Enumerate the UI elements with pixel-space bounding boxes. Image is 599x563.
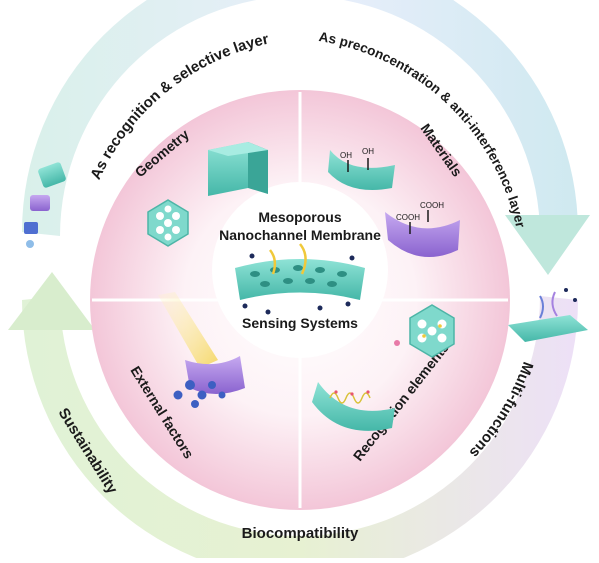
chem-label-oh-2: OH: [362, 147, 374, 156]
right-membrane-illustration: [508, 288, 588, 342]
materials-illustration: OH OH COOH COOH: [328, 147, 460, 258]
left-nanoparticles-illustration: [24, 162, 66, 248]
ring-label-biocompatibility: Biocompatibility: [242, 525, 359, 542]
outer-ring: [8, 0, 590, 563]
center-title-line2: Nanochannel Membrane: [219, 227, 381, 243]
chem-label-oh-1: OH: [340, 151, 352, 160]
recognition-illustration: [312, 304, 455, 431]
geometry-illustration: [147, 142, 268, 247]
center-title-line1: Mesoporous: [258, 209, 341, 225]
chem-label-cooh-1: COOH: [396, 213, 420, 222]
ring-arrow-right-icon: [505, 215, 590, 275]
center-subtitle: Sensing Systems: [242, 315, 358, 331]
chem-label-cooh-2: COOH: [420, 201, 444, 210]
ring-arrow-left-icon: [8, 272, 95, 330]
center-membrane-illustration: [235, 243, 365, 315]
external-factors-illustration: [158, 292, 245, 408]
light-beam-icon: [158, 292, 218, 368]
